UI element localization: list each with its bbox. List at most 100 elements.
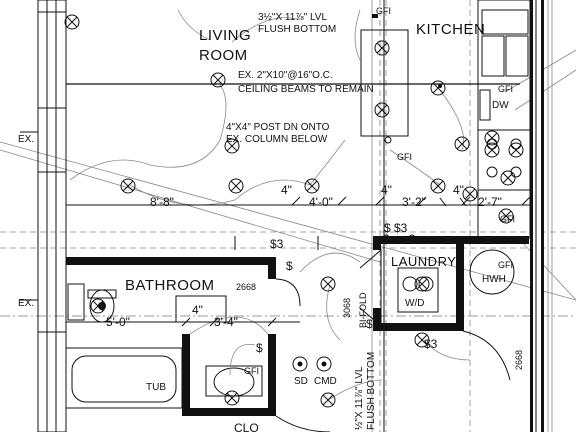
note-lvl-bottom-2: FLUSH BOTTOM xyxy=(366,352,377,430)
light-fixture-icon xyxy=(374,40,390,56)
tag-sd: SD xyxy=(294,376,308,387)
dim-5-0: 5'-0" xyxy=(106,315,130,329)
switch-s3-b: $3 xyxy=(394,221,408,235)
room-label-bathroom: BATHROOM xyxy=(125,277,215,294)
light-fixture-icon xyxy=(430,178,446,194)
tag-door-2668-b: 2668 xyxy=(514,350,524,370)
note-post-1: 4"X4" POST DN ONTO xyxy=(226,122,330,133)
water-heater xyxy=(469,249,515,295)
light-fixture-cross xyxy=(432,180,444,192)
dim-2-7: 2'-7" xyxy=(478,195,502,209)
light-fixture-icon xyxy=(484,130,500,146)
interior-walls xyxy=(66,236,529,416)
light-fixture-icon xyxy=(320,392,336,408)
light-fixture-cross xyxy=(376,104,388,116)
light-fixture-cross xyxy=(226,392,238,404)
light-fixture-cross xyxy=(486,132,498,144)
exterior-wall-right xyxy=(530,0,544,432)
light-fixture-cross xyxy=(432,82,444,94)
room-label-laundry: LAUNDRY xyxy=(391,254,456,269)
switch-s-g: $ xyxy=(384,221,391,235)
room-label-living-2: ROOM xyxy=(199,47,248,64)
tag-dw: DW xyxy=(492,100,509,111)
light-fixture-cross xyxy=(416,334,428,346)
light-fixture-icon xyxy=(498,208,514,224)
room-label-kitchen: KITCHEN xyxy=(416,21,485,38)
light-fixture-cross xyxy=(376,42,388,54)
light-fixture-icon xyxy=(414,332,430,348)
light-fixture-cross xyxy=(122,180,134,192)
note-beams-2: CEILING BEAMS TO REMAIN xyxy=(238,84,374,95)
light-fixture-icon xyxy=(304,178,320,194)
light-fixtures xyxy=(64,14,524,408)
tag-wd: W/D xyxy=(405,298,424,309)
light-fixture-cross xyxy=(226,140,238,152)
switch-s3-c: $3 xyxy=(424,337,438,351)
dim-8-8: 8'-8" xyxy=(150,195,174,209)
wiring-arcs xyxy=(69,9,471,401)
light-fixture-icon xyxy=(414,276,430,292)
tag-gfi-top: GFI xyxy=(376,6,391,16)
tag-bifold: BI-FOLD xyxy=(358,292,368,328)
tag-gfi-hwh: GFI xyxy=(498,260,513,270)
tag-door-2668-a: 2668 xyxy=(236,282,256,292)
light-fixture-cross xyxy=(92,300,104,312)
laundry-unit xyxy=(359,248,439,328)
switch-s-f: $ xyxy=(256,341,263,355)
light-fixture-icon xyxy=(228,178,244,194)
light-fixture-cross xyxy=(502,172,514,184)
light-fixture-cross xyxy=(212,74,224,86)
light-fixture-icon xyxy=(484,142,500,158)
light-fixture-icon xyxy=(508,142,524,158)
light-fixture-cross xyxy=(322,278,334,290)
dim-4-d: 4" xyxy=(192,303,203,317)
lvl-beam xyxy=(360,0,409,432)
light-fixture-cross xyxy=(500,210,512,222)
tag-gfi-bath: GFI xyxy=(244,366,259,376)
light-fixture-cross xyxy=(66,16,78,28)
note-lvl-top-1: 3½"X 11⅞" LVL xyxy=(258,12,327,23)
room-label-living-1: LIVING xyxy=(199,27,251,44)
switch-s-e: $ xyxy=(366,317,373,331)
light-fixture-icon xyxy=(430,80,446,96)
dim-4-0: 4'-0" xyxy=(309,195,333,209)
dim-4-b: 4" xyxy=(381,183,392,197)
light-fixture-cross xyxy=(306,180,318,192)
light-fixture-icon xyxy=(224,138,240,154)
tag-hwh: HWH xyxy=(482,274,506,285)
tag-door-3068: 3068 xyxy=(342,298,352,318)
dimension-labels: 8'-8" 4" 4'-0" 4" 3'-2" 4" 2'-7" 5'-0" 4… xyxy=(106,183,502,329)
dim-3-4: 3'-4" xyxy=(214,315,238,329)
tag-gfi-right: GFI xyxy=(500,214,515,224)
light-fixture-cross xyxy=(416,278,428,290)
smoke-detector-symbols xyxy=(292,356,332,372)
dimension-ticks xyxy=(66,196,531,327)
light-fixture-icon xyxy=(374,102,390,118)
note-lvl-bottom-1: ½"X 11⅞" LVL xyxy=(354,366,365,430)
light-fixture-icon xyxy=(462,186,478,202)
note-lvl-top-2: FLUSH BOTTOM xyxy=(258,24,336,35)
light-fixture-icon xyxy=(90,298,106,314)
tag-cmd: CMD xyxy=(314,376,337,387)
construction-notes: 3½"X 11⅞" LVL FLUSH BOTTOM EX. 2"X10"@16… xyxy=(226,12,377,430)
dim-4-a: 4" xyxy=(281,183,292,197)
tag-clo: CLO xyxy=(234,421,259,432)
note-post-2: EX. COLUMN BELOW xyxy=(226,134,328,145)
exterior-wall-left xyxy=(20,0,67,432)
light-fixture-icon xyxy=(320,276,336,292)
tag-tub: TUB xyxy=(146,382,166,393)
tag-gfi-kitchen: GFI xyxy=(498,84,513,94)
light-fixture-icon xyxy=(120,178,136,194)
light-fixture-cross xyxy=(456,138,468,150)
light-fixture-cross xyxy=(322,394,334,406)
light-fixture-icon xyxy=(64,14,80,30)
tag-ex-top: EX. xyxy=(18,134,34,145)
kitchen-cabinets xyxy=(477,0,531,239)
light-fixture-cross xyxy=(464,188,476,200)
light-fixture-cross xyxy=(230,180,242,192)
dim-3-2: 3'-2" xyxy=(402,195,426,209)
tag-gfi-island: GFI xyxy=(397,152,412,162)
switch-s3-a: $3 xyxy=(270,237,284,251)
